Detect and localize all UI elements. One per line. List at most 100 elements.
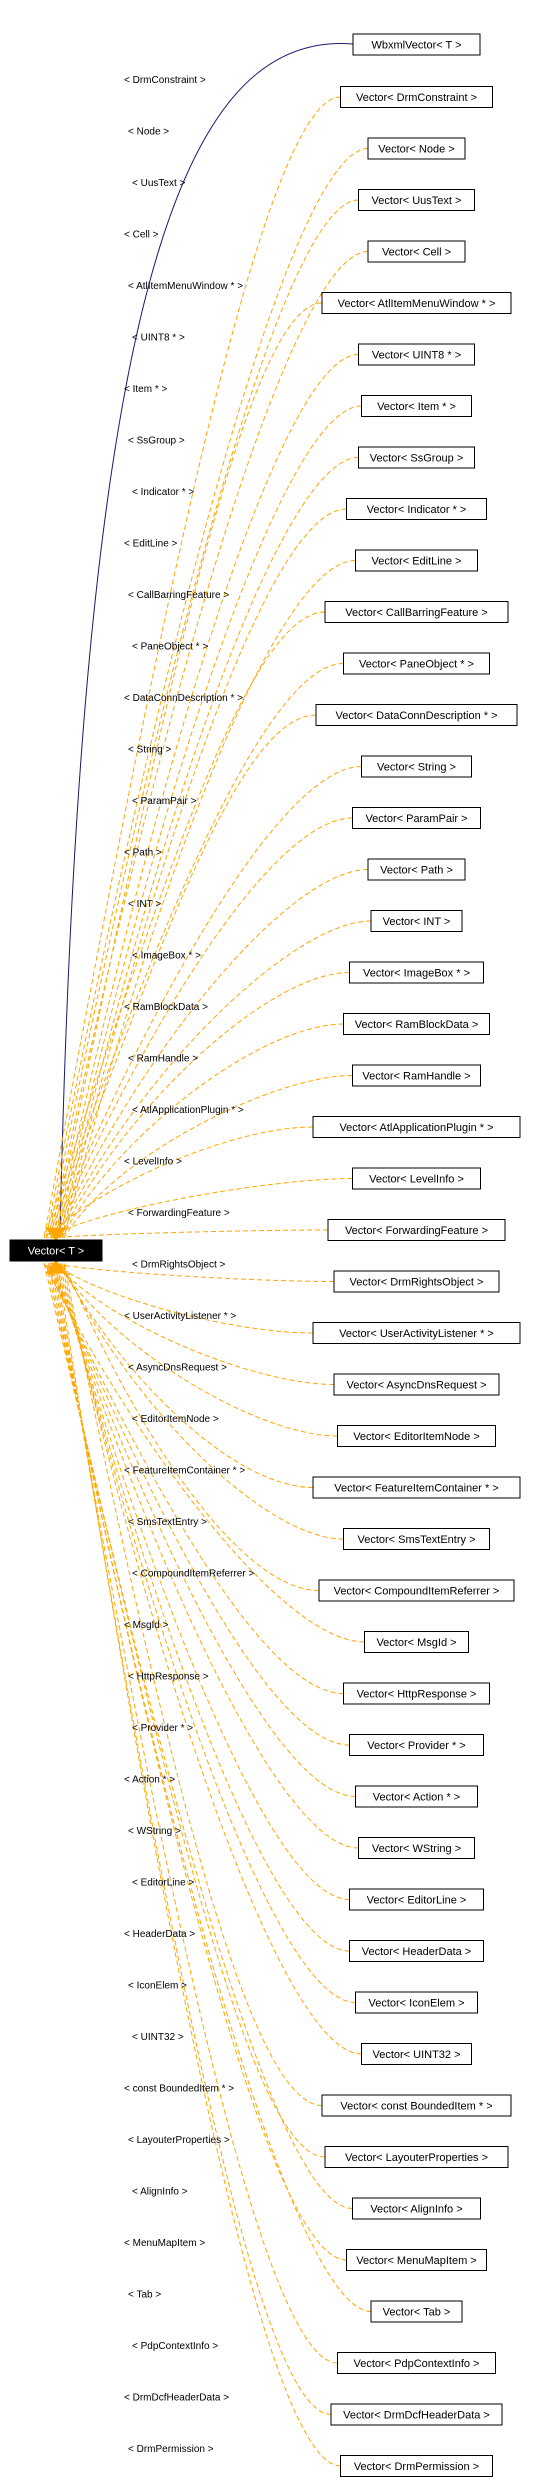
edge-template-vector-iconelem — [58, 1262, 356, 2003]
node-vector-atlapplicationplugin[interactable]: Vector< AtlApplicationPlugin * > — [312, 1116, 521, 1138]
node-box — [343, 1528, 490, 1550]
node-vector-forwardingfeature[interactable]: Vector< ForwardingFeature > — [327, 1219, 506, 1241]
node-label: Vector< DrmConstraint > — [356, 92, 477, 104]
node-vector-drmconstraint[interactable]: Vector< DrmConstraint > — [340, 86, 493, 108]
node-vector-item[interactable]: Vector< Item * > — [361, 395, 472, 417]
node-label: Vector< Item * > — [377, 401, 456, 413]
node-label: Vector< ParamPair > — [365, 813, 467, 825]
edge-template-vector-asyncdnsrequest — [54, 1262, 335, 1385]
node-vector-iconelem[interactable]: Vector< IconElem > — [355, 1991, 478, 2014]
node-box — [352, 1064, 481, 1087]
node-label: Vector< MenuMapItem > — [356, 2255, 476, 2267]
edge-label-vector-uint8: < UINT8 * > — [132, 333, 185, 344]
edge-template-vector-drmrightsobject — [50, 1262, 335, 1282]
node-label: Vector< Provider * > — [367, 1740, 465, 1752]
node-label: Vector< CallBarringFeature > — [345, 607, 487, 619]
node-vector-int[interactable]: Vector< INT > — [370, 910, 463, 932]
node-vector-editorline[interactable]: Vector< EditorLine > — [349, 1888, 484, 1911]
node-label: Vector< AtlApplicationPlugin * > — [339, 1122, 493, 1134]
node-vector-layouterproperties[interactable]: Vector< LayouterProperties > — [324, 2146, 509, 2168]
node-vector-uustext[interactable]: Vector< UusText > — [358, 189, 475, 211]
edge-label-vector-compounditemreferrer: < CompoundItemReferrer > — [132, 1569, 254, 1580]
node-vector-httpresponse[interactable]: Vector< HttpResponse > — [343, 1682, 490, 1705]
node-vector-compounditemreferrer[interactable]: Vector< CompoundItemReferrer > — [318, 1579, 515, 1602]
node-vector-parampair[interactable]: Vector< ParamPair > — [352, 807, 481, 829]
node-label: WbxmlVector< T > — [371, 40, 461, 52]
node-vector-provider[interactable]: Vector< Provider * > — [349, 1734, 484, 1756]
node-box — [370, 910, 463, 932]
edge-template-vector-cell — [50, 251, 369, 1239]
node-base-vector[interactable]: Vector< T > — [9, 1239, 103, 1262]
node-vector-indicator[interactable]: Vector< Indicator * > — [346, 498, 487, 520]
node-vector-pdpcontextinfo[interactable]: Vector< PdpContextInfo > — [337, 2352, 496, 2374]
node-vector-asyncdnsrequest[interactable]: Vector< AsyncDnsRequest > — [333, 1373, 500, 1396]
node-box — [358, 1837, 475, 1859]
node-vector-uint32[interactable]: Vector< UINT32 > — [361, 2043, 472, 2065]
node-vector-tab[interactable]: Vector< Tab > — [370, 2300, 463, 2323]
node-vector-msgid[interactable]: Vector< MsgId > — [364, 1631, 469, 1653]
arrowhead-top — [44, 1227, 68, 1241]
node-vector-node[interactable]: Vector< Node > — [367, 137, 466, 160]
node-vector-cell[interactable]: Vector< Cell > — [367, 240, 466, 263]
node-vector-aligninfo[interactable]: Vector< AlignInfo > — [352, 2197, 481, 2220]
node-vector-smstextentry[interactable]: Vector< SmsTextEntry > — [343, 1528, 490, 1550]
node-box — [312, 1322, 521, 1344]
node-box — [367, 137, 466, 160]
edge-label-vector-drmconstraint: < DrmConstraint > — [124, 75, 206, 86]
node-vector-const-boundeditem[interactable]: Vector< const BoundedItem * > — [321, 2094, 512, 2117]
edge-template-vector-indicator — [61, 508, 347, 1239]
node-box — [312, 1476, 521, 1499]
node-vector-editline[interactable]: Vector< EditLine > — [355, 549, 478, 572]
node-label: Vector< AsyncDnsRequest > — [346, 1380, 486, 1392]
edge-template-vector-wstring — [52, 1262, 359, 1849]
node-vector-callbarringfeature[interactable]: Vector< CallBarringFeature > — [324, 601, 509, 623]
edge-template-vector-featureitemcontainer — [58, 1262, 314, 1488]
node-vector-wstring[interactable]: Vector< WString > — [358, 1837, 475, 1859]
node-vector-imagebox[interactable]: Vector< ImageBox * > — [349, 961, 484, 984]
node-vector-drmrightsobject[interactable]: Vector< DrmRightsObject > — [333, 1270, 500, 1293]
node-vector-path[interactable]: Vector< Path > — [367, 858, 466, 881]
node-box — [364, 1631, 469, 1653]
edge-template-vector-atlapplicationplugin — [43, 1126, 314, 1239]
node-vector-action[interactable]: Vector< Action * > — [355, 1785, 478, 1808]
node-vector-atlitemmenuwindow[interactable]: Vector< AtlItemMenuWindow * > — [321, 292, 512, 314]
node-vector-editoritemnode[interactable]: Vector< EditorItemNode > — [337, 1425, 496, 1447]
node-label: Vector< WString > — [372, 1843, 461, 1855]
node-box — [318, 1579, 515, 1602]
node-vector-featureitemcontainer[interactable]: Vector< FeatureItemContainer * > — [312, 1476, 521, 1499]
node-wbxml-vector[interactable]: WbxmlVector< T > — [352, 33, 481, 56]
node-vector-uint8[interactable]: Vector< UINT8 * > — [358, 343, 475, 366]
node-vector-ssgroup[interactable]: Vector< SsGroup > — [358, 446, 475, 469]
edge-template-vector-ssgroup — [58, 457, 359, 1239]
edge-template-vector-dataconndescription — [47, 714, 317, 1239]
node-label: Vector< DrmPermission > — [354, 2461, 479, 2473]
node-vector-drmpermission[interactable]: Vector< DrmPermission > — [340, 2455, 493, 2477]
node-vector-string[interactable]: Vector< String > — [361, 755, 472, 778]
edge-label-vector-uustext: < UusText > — [132, 178, 186, 189]
node-vector-menumapitem[interactable]: Vector< MenuMapItem > — [346, 2249, 487, 2271]
arrowhead-bottom — [44, 1260, 68, 1274]
node-label: Vector< UINT32 > — [372, 2049, 460, 2061]
node-vector-ramhandle[interactable]: Vector< RamHandle > — [352, 1064, 481, 1087]
edge-label-vector-httpresponse: < HttpResponse > — [128, 1672, 209, 1683]
edge-label-vector-editorline: < EditorLine > — [132, 1878, 194, 1889]
node-vector-dataconndescription[interactable]: Vector< DataConnDescription * > — [315, 704, 518, 726]
node-vector-headerdata[interactable]: Vector< HeaderData > — [349, 1940, 484, 1962]
edge-label-vector-pdpcontextinfo: < PdpContextInfo > — [132, 2341, 218, 2352]
edge-label-vector-node: < Node > — [128, 127, 169, 138]
node-box — [327, 1219, 506, 1241]
edge-label-vector-drmrightsobject: < DrmRightsObject > — [132, 1260, 226, 1271]
node-label: Vector< LayouterProperties > — [345, 2152, 488, 2164]
edge-label-vector-tab: < Tab > — [128, 2290, 161, 2301]
base-node-box — [9, 1239, 103, 1262]
edge-template-vector-ramblockdata — [61, 1023, 344, 1239]
node-vector-useractivitylistener[interactable]: Vector< UserActivityListener * > — [312, 1322, 521, 1344]
edge-label-vector-smstextentry: < SmsTextEntry > — [128, 1517, 207, 1528]
node-vector-drmdcfheaderdata[interactable]: Vector< DrmDcfHeaderData > — [330, 2403, 503, 2426]
node-vector-ramblockdata[interactable]: Vector< RamBlockData > — [343, 1013, 490, 1035]
edge-label-vector-msgid: < MsgId > — [124, 1620, 169, 1631]
node-vector-paneobject[interactable]: Vector< PaneObject * > — [343, 652, 490, 675]
edge-template-vector-levelinfo — [45, 1178, 353, 1239]
node-box — [349, 1940, 484, 1962]
node-vector-levelinfo[interactable]: Vector< LevelInfo > — [352, 1167, 481, 1190]
